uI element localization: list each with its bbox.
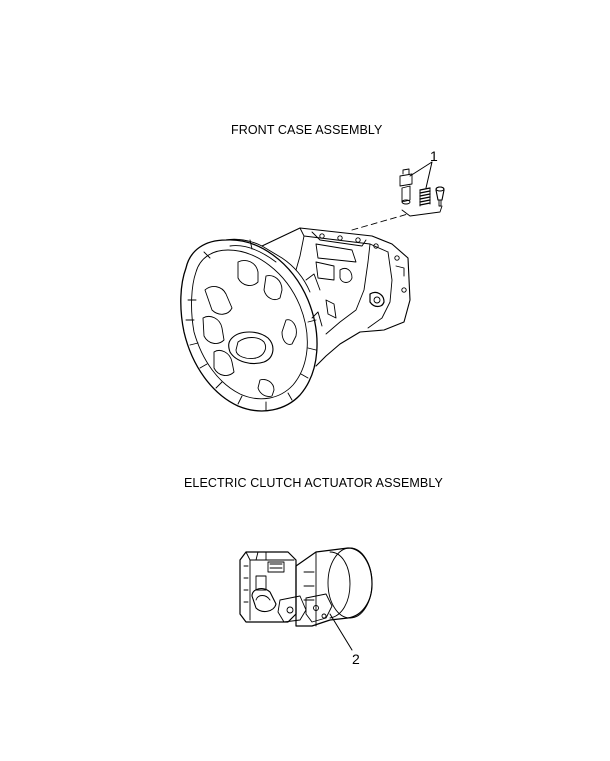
control-module — [239, 551, 297, 623]
detent-parts — [399, 168, 445, 217]
callout-2-leader — [329, 613, 353, 651]
actuator-motor — [277, 547, 373, 627]
callout-1-leader — [409, 161, 433, 189]
electric-clutch-actuator-assembly-title: ELECTRIC CLUTCH ACTUATOR ASSEMBLY — [184, 476, 443, 490]
front-case-assembly-title: FRONT CASE ASSEMBLY — [231, 123, 383, 137]
front-case-illustration — [180, 161, 445, 412]
assembly-leader-line — [351, 213, 409, 231]
callout-number-2: 2 — [352, 651, 360, 667]
case-body — [261, 227, 411, 367]
bell-housing — [180, 238, 318, 412]
clutch-actuator-illustration — [239, 547, 373, 651]
callout-number-1: 1 — [430, 148, 438, 164]
